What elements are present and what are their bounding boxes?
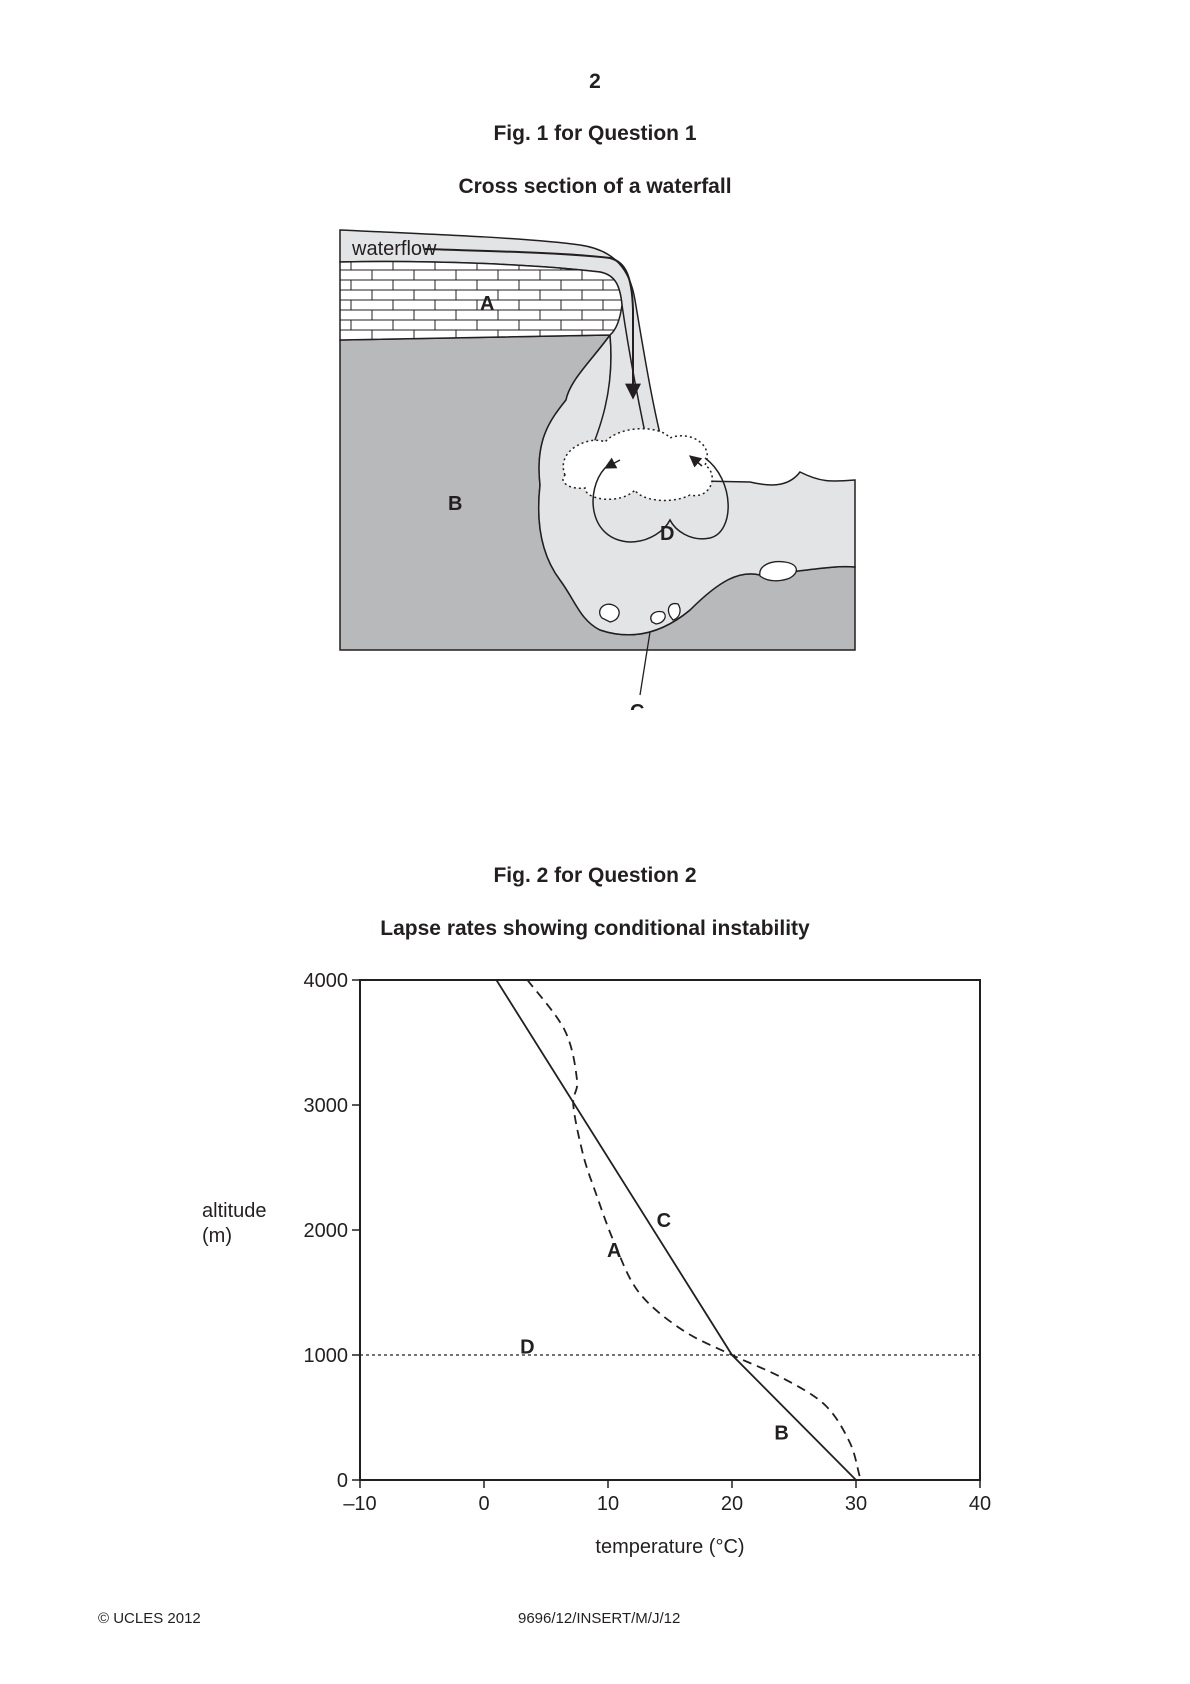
page-number: 2 [589,70,601,93]
circulation-arrow-right [689,455,703,468]
label-c-pointer [639,631,651,696]
y-tick-label: 2000 [304,1220,349,1242]
x-tick-label: 20 [721,1493,743,1515]
turbulence-cloud [562,427,713,502]
y-tick-label: 3000 [304,1095,349,1117]
label-a: A [480,293,494,315]
curve-label-b: B [774,1423,788,1445]
y-axis-label: altitude (m) [202,1200,267,1247]
curve-label-d: D [520,1336,534,1358]
curve-label-c: C [657,1210,671,1232]
label-b: B [448,493,462,515]
circulation-arrow-left [603,457,621,469]
chart-annotations: C A D B [520,1210,789,1445]
curve-label-a: A [607,1240,621,1262]
chart-lines [360,979,980,1482]
label-waterflow: waterflow [351,238,437,260]
y-axis-label-line: (m) [202,1225,232,1247]
figure2-heading: Fig. 2 for Question 2 [493,864,697,887]
x-tick-label: 10 [597,1493,619,1515]
boulders [599,560,797,625]
figure2-title: Lapse rates showing conditional instabil… [380,917,810,940]
label-d: D [660,523,674,545]
y-axis-label-line: altitude [202,1200,267,1222]
waterfall-diagram: waterflow A B D C [339,229,856,710]
circulation-loop [592,457,729,543]
series-dashed-line [526,979,863,1482]
y-tick-label: 4000 [304,970,349,992]
x-axis-label: temperature (°C) [595,1536,744,1558]
x-tick-label: 40 [969,1493,991,1515]
footer-document-code: 9696/12/INSERT/M/J/12 [518,1610,681,1627]
x-tick-label: 0 [478,1493,489,1515]
label-c: C [630,701,644,710]
footer-copyright: © UCLES 2012 [98,1610,201,1627]
x-tick-label: 30 [845,1493,867,1515]
hard-rock-caprock [339,260,623,341]
x-tick-label: –10 [343,1493,376,1515]
figure1-heading: Fig. 1 for Question 1 [493,122,697,145]
y-tick-label: 0 [337,1470,348,1492]
y-tick-label: 1000 [304,1345,349,1367]
waterflow-arrow [424,248,641,400]
series-solid-line [495,979,857,1481]
figure1-title: Cross section of a waterfall [458,175,732,198]
